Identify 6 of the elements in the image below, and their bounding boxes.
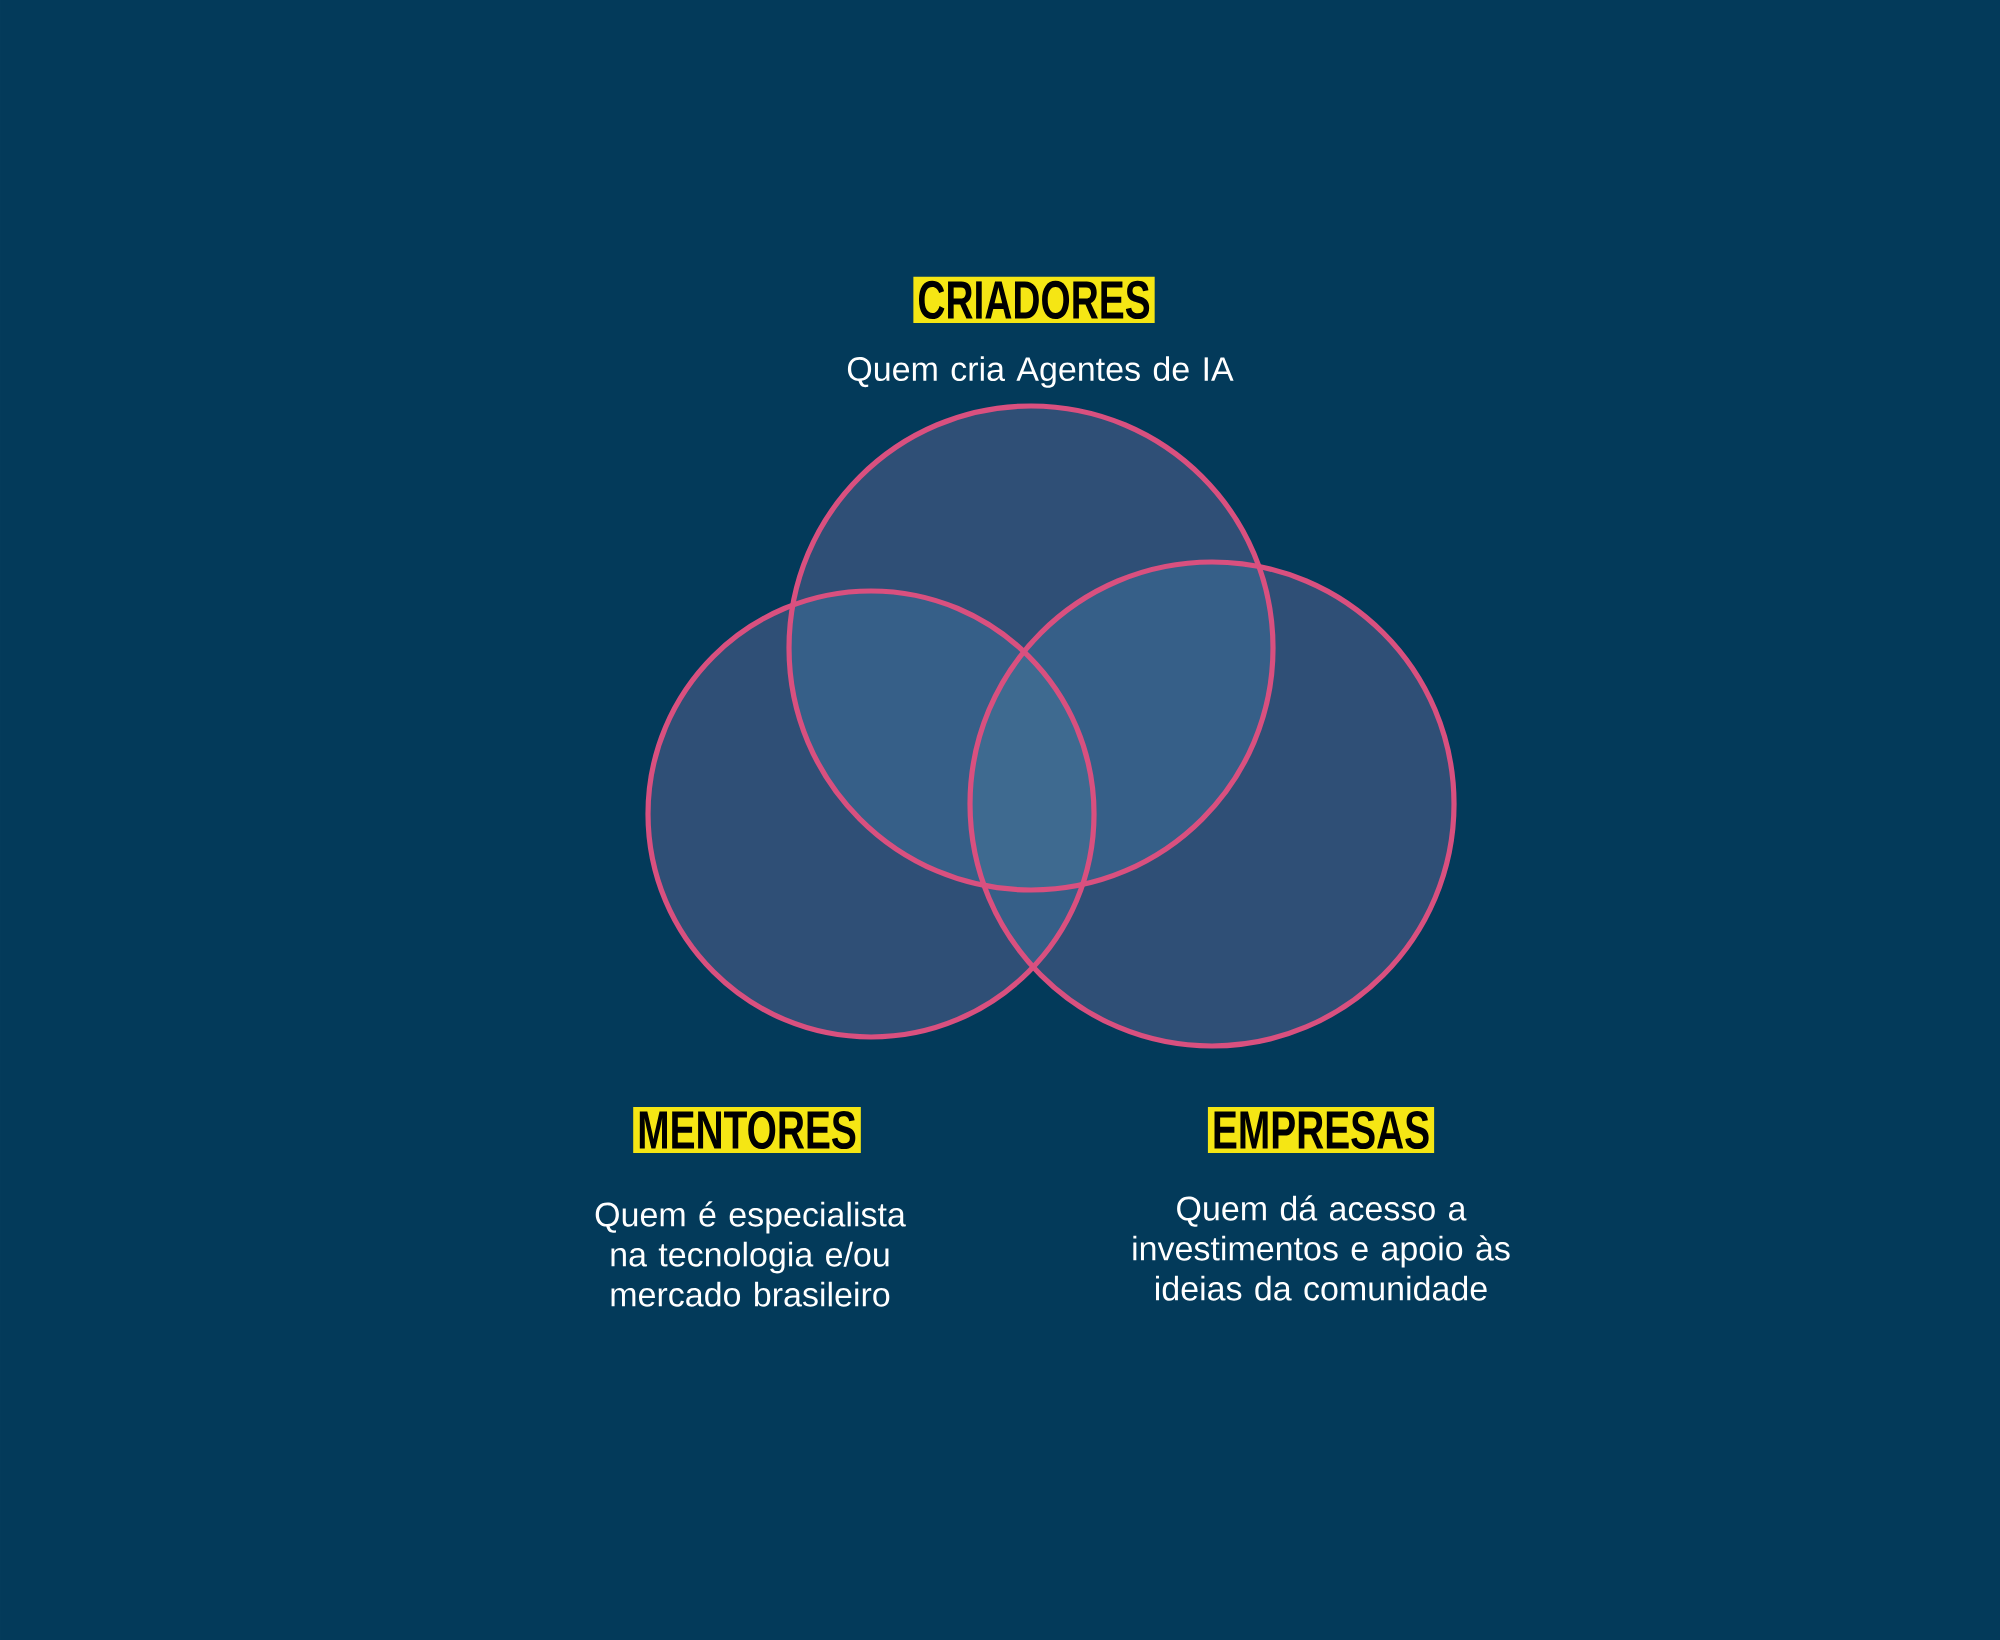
heading: CRIADORES: [913, 276, 1155, 324]
description: Quem cria Agentes de IA: [847, 356, 1234, 388]
description: Quem é especialista na tecnologia e/ou mercado brasileiro: [595, 1201, 906, 1307]
heading: EMPRESAS: [1207, 1106, 1435, 1154]
heading: MENTORES: [633, 1106, 861, 1154]
description: Quem dá acesso a investimentos e apoio às ideias da comunidade: [1133, 1195, 1510, 1301]
